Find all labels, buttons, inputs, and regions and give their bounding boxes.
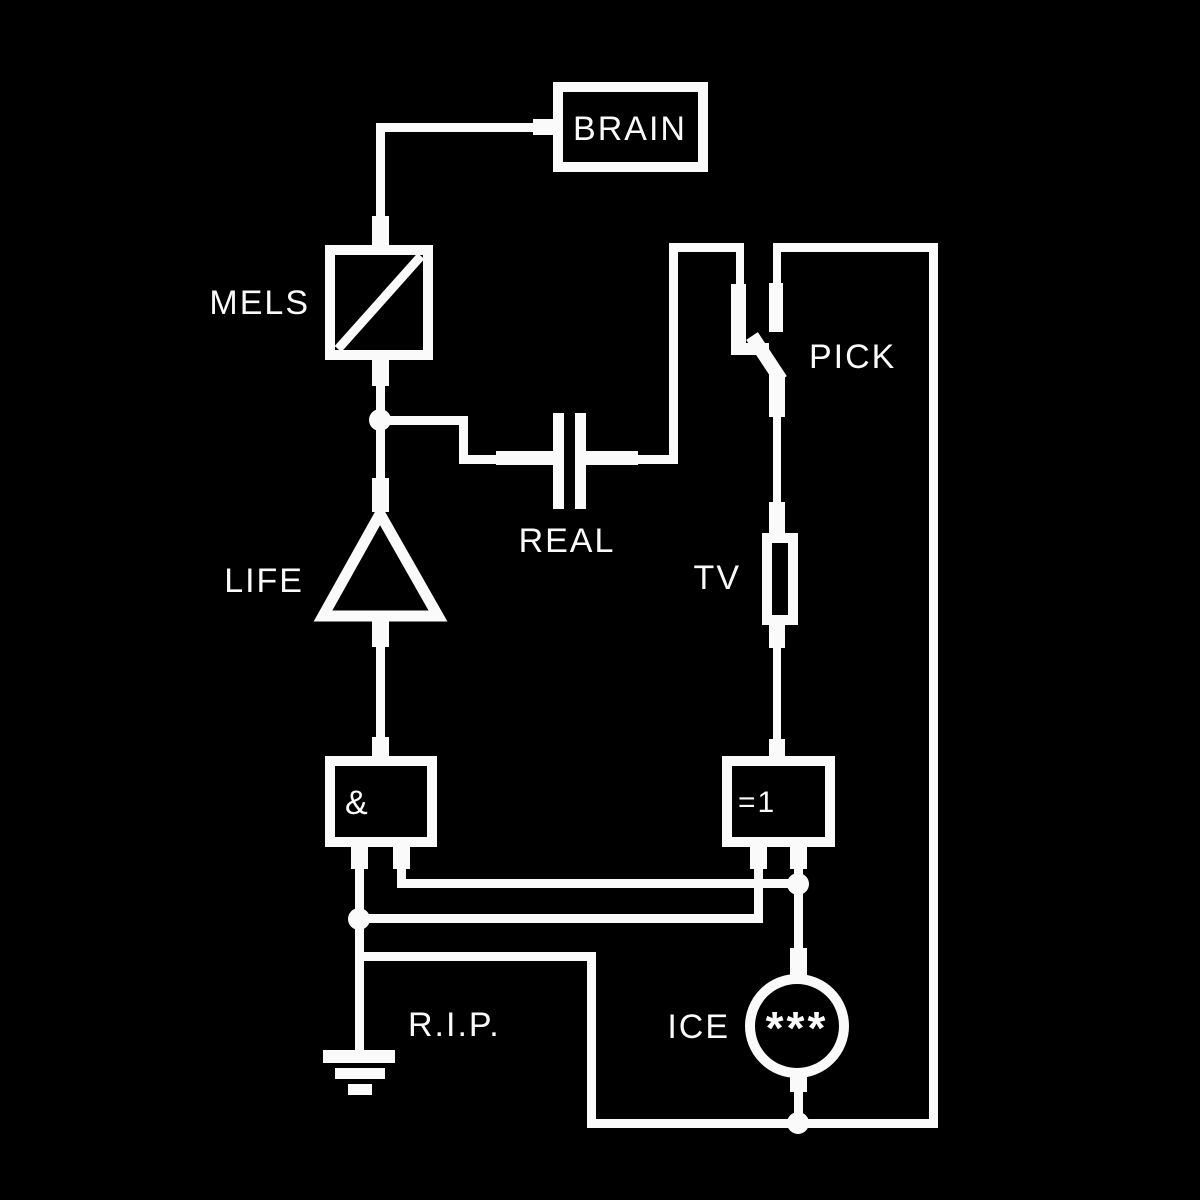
wire-mels-to-junction (372, 356, 389, 422)
rip-ground: R.I.P. (323, 1006, 501, 1095)
wire-amplifier-to-and (372, 617, 389, 759)
wire-segment (669, 243, 744, 252)
amplifier-triangle (313, 502, 448, 622)
wire-junction-to-amplifier (372, 429, 389, 512)
wire-stub (372, 617, 389, 647)
wire-segment (380, 416, 468, 425)
pick-switch: PICK (731, 283, 896, 384)
wire-segment (459, 455, 504, 464)
tv-label: TV (694, 559, 741, 597)
wire-segment (359, 914, 763, 923)
wire-stub (769, 622, 785, 648)
wire-segment (355, 928, 364, 1054)
switch-contact-right (769, 283, 783, 332)
switch-contact-left (731, 284, 746, 355)
wire-stub (790, 845, 807, 869)
tv-resistor: TV (694, 533, 798, 625)
mels-component: MELS (209, 245, 433, 360)
wire-segment (754, 867, 763, 919)
wire-segment (630, 455, 677, 464)
brain-component: BRAIN (553, 82, 708, 172)
wire-segment (376, 645, 385, 741)
life-label: LIFE (224, 562, 304, 600)
wire-segment (397, 879, 803, 888)
wire-segment (736, 250, 744, 290)
mels-label: MELS (209, 284, 310, 322)
wire-segment (376, 123, 385, 221)
ice-source: *** ICE (667, 974, 849, 1078)
wire-segment (773, 412, 781, 508)
xor-gate-label: =1 (738, 786, 776, 819)
wire-segment (359, 952, 596, 961)
xor-gate: =1 (722, 756, 835, 847)
wire-tv-to-xor (769, 622, 785, 759)
wire-segment (794, 1090, 803, 1126)
wire-stub (372, 216, 389, 248)
rip-label: R.I.P. (408, 1006, 501, 1044)
and-gate-box (325, 756, 437, 847)
real-label: REAL (519, 522, 616, 560)
ground-bar-3 (348, 1084, 372, 1095)
ground-bar-2 (335, 1068, 385, 1079)
wire-segment (773, 247, 781, 287)
wire-switch-to-tv (769, 375, 785, 535)
wire-segment (794, 884, 803, 954)
mels-diagonal (334, 253, 425, 352)
wire-segment (773, 645, 781, 742)
wire-segment (587, 952, 596, 1128)
capacitor-plate-right (575, 413, 586, 509)
brain-box (553, 82, 708, 172)
wire-segment (397, 867, 406, 885)
bottom-rail (587, 1119, 938, 1128)
wire-and-outputs (351, 845, 803, 915)
and-gate: & (325, 756, 437, 847)
wire-stub (790, 948, 807, 978)
wire-stub (372, 737, 389, 759)
wire-stub (372, 478, 389, 512)
wire-stub (769, 375, 785, 417)
wire-segment (669, 247, 678, 464)
wire-stub (372, 356, 389, 386)
and-gate-label: & (345, 784, 370, 822)
wire-bottom-loop (355, 928, 938, 1128)
wire-stub (393, 845, 410, 869)
real-capacitor: REAL (496, 413, 638, 560)
junction-dot (348, 908, 370, 930)
life-amplifier: LIFE (224, 502, 448, 622)
switch-lever (746, 332, 787, 384)
wire-stub (351, 845, 368, 869)
brain-label: BRAIN (573, 110, 687, 148)
resistor-body (762, 533, 798, 625)
wire-segment (376, 123, 538, 132)
wire-stub (750, 845, 767, 869)
ice-circle (745, 974, 849, 1078)
top-rail (773, 243, 938, 252)
wire-stub (769, 502, 785, 535)
wire-segment (376, 429, 385, 483)
right-rail (929, 243, 938, 1128)
ground-bar-1 (323, 1050, 395, 1063)
wire-stub (769, 739, 785, 759)
ice-label: ICE (667, 1008, 730, 1046)
xor-gate-box (722, 756, 835, 847)
wire-junction-to-capacitor (380, 416, 504, 464)
capacitor-lead-left (496, 451, 553, 465)
wire-segment (376, 382, 385, 422)
wire-capacitor-to-switch (630, 243, 744, 464)
wire-rails (773, 243, 938, 1128)
wire-brain-to-mels (372, 119, 553, 248)
wire-segment (355, 867, 364, 915)
capacitor-lead-right (586, 451, 638, 465)
ice-symbol-text: *** (766, 1002, 829, 1054)
wire-segment (459, 416, 468, 464)
pick-label: PICK (809, 338, 896, 376)
capacitor-plate-left (553, 413, 564, 509)
